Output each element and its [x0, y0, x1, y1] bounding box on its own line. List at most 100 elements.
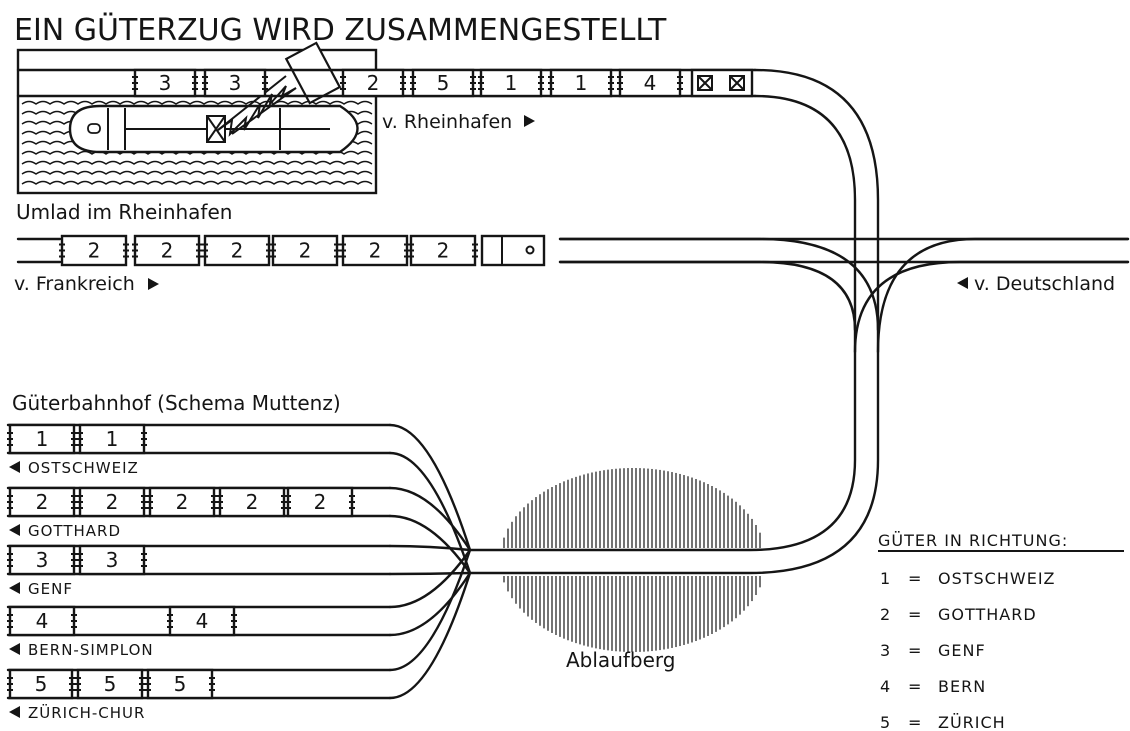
arrow-left-icon	[9, 524, 20, 536]
legend-destination: GOTTHARD	[938, 605, 1037, 624]
legend-number: 2	[880, 605, 891, 624]
legend-destination: ZÜRICH	[938, 713, 1006, 731]
freight-car: 4	[167, 605, 237, 637]
label-from-frankreich: v. Frankreich	[14, 273, 135, 295]
car-number: 5	[104, 672, 117, 696]
legend-number: 3	[880, 641, 891, 660]
legend-destination: OSTSCHWEIZ	[938, 569, 1056, 588]
page-title: EIN GÜTERZUG WIRD ZUSAMMENGESTELLT	[14, 12, 667, 48]
arrow-right-icon	[148, 278, 159, 290]
legend-destination: BERN	[938, 677, 986, 696]
car-number: 3	[106, 548, 119, 572]
car-number: 5	[437, 71, 450, 95]
freight-car: 3	[132, 68, 198, 98]
freight-car: 3	[77, 544, 147, 576]
legend-item: 5 = ZÜRICH	[880, 713, 1006, 731]
car-number: 2	[246, 490, 259, 514]
arrow-left-icon	[9, 582, 20, 594]
car-number: 2	[299, 239, 312, 263]
car-number: 2	[36, 490, 49, 514]
freight-car: 4	[617, 68, 683, 98]
freight-car: 5	[410, 68, 476, 98]
car-number: 3	[159, 71, 172, 95]
arrow-left-icon	[9, 643, 20, 655]
car-number: 2	[231, 239, 244, 263]
freight-car: 2	[340, 234, 410, 267]
label-ablaufberg: Ablaufberg	[566, 648, 675, 672]
freight-car: 1	[77, 423, 147, 455]
freight-car: 2	[132, 234, 202, 267]
car-number: 2	[88, 239, 101, 263]
freight-car: 5	[75, 668, 145, 700]
label-rheinhafen-caption: Umlad im Rheinhafen	[16, 200, 232, 224]
car-number: 2	[437, 239, 450, 263]
freight-car: 2	[340, 68, 406, 98]
locomotive-frankreich	[480, 234, 546, 267]
label-yard-caption: Güterbahnhof (Schema Muttenz)	[12, 391, 341, 415]
freight-car: 2	[77, 486, 147, 518]
freight-car: 3	[7, 544, 77, 576]
car-number: 5	[174, 672, 187, 696]
freight-car: 2	[59, 234, 129, 267]
car-number: 1	[36, 427, 49, 451]
cargo-ship	[68, 104, 359, 154]
car-number: 4	[644, 71, 657, 95]
car-number: 2	[314, 490, 327, 514]
arrow-right-icon	[524, 115, 535, 127]
car-number: 2	[176, 490, 189, 514]
yard-destination-label: ZÜRICH-CHUR	[28, 703, 145, 722]
train-from-frankreich: 2 2 2 2 2 2	[59, 234, 478, 267]
legend-equals: =	[908, 713, 922, 731]
legend-equals: =	[908, 605, 922, 624]
legend-equals: =	[908, 641, 922, 660]
car-number: 5	[35, 672, 48, 696]
yard-destination-label: GENF	[28, 580, 73, 598]
car-number: 4	[36, 609, 49, 633]
harbour-basin	[16, 48, 378, 195]
car-number: 2	[161, 239, 174, 263]
legend-destination: GENF	[938, 641, 986, 660]
car-number: 1	[575, 71, 588, 95]
legend-equals: =	[908, 569, 922, 588]
freight-car: 1	[478, 68, 544, 98]
legend-equals: =	[908, 677, 922, 696]
legend-number: 4	[880, 677, 891, 696]
freight-car: 2	[285, 486, 355, 518]
car-number: 1	[505, 71, 518, 95]
train-from-rheinhafen: 3 3 2 5 1 1 4	[132, 68, 683, 98]
yard-destination-label: OSTSCHWEIZ	[28, 459, 139, 477]
yard-destination-label: BERN-SIMPLON	[28, 641, 154, 659]
freight-car: 2	[408, 234, 478, 267]
label-from-deutschland: v. Deutschland	[974, 273, 1115, 295]
label-from-rheinhafen: v. Rheinhafen	[382, 111, 512, 133]
freight-car: 2	[217, 486, 287, 518]
freight-car: 3	[202, 68, 268, 98]
arrow-left-icon	[9, 461, 20, 473]
freight-car: 2	[270, 234, 340, 267]
car-number: 2	[369, 239, 382, 263]
legend-number: 5	[880, 713, 891, 731]
rhine-harbour	[16, 41, 378, 195]
locomotive-top	[690, 68, 754, 98]
freight-car: 1	[548, 68, 614, 98]
legend-item: 3 = GENF	[880, 641, 986, 660]
legend-title: GÜTER IN RICHTUNG:	[878, 531, 1068, 550]
freight-car: 2	[202, 234, 272, 267]
freight-car: 2	[7, 486, 77, 518]
legend-item: 1=OSTSCHWEIZ	[880, 569, 1056, 588]
car-number: 1	[106, 427, 119, 451]
legend-item: 4 = BERN	[880, 677, 986, 696]
legend: GÜTER IN RICHTUNG: 1=OSTSCHWEIZ2=GOTTHAR…	[878, 531, 1124, 731]
arrow-left-icon	[9, 706, 20, 718]
freight-car: 4	[7, 605, 77, 637]
freight-car: 1	[7, 423, 77, 455]
freight-car: 2	[147, 486, 217, 518]
freight-car: 5	[7, 668, 75, 700]
